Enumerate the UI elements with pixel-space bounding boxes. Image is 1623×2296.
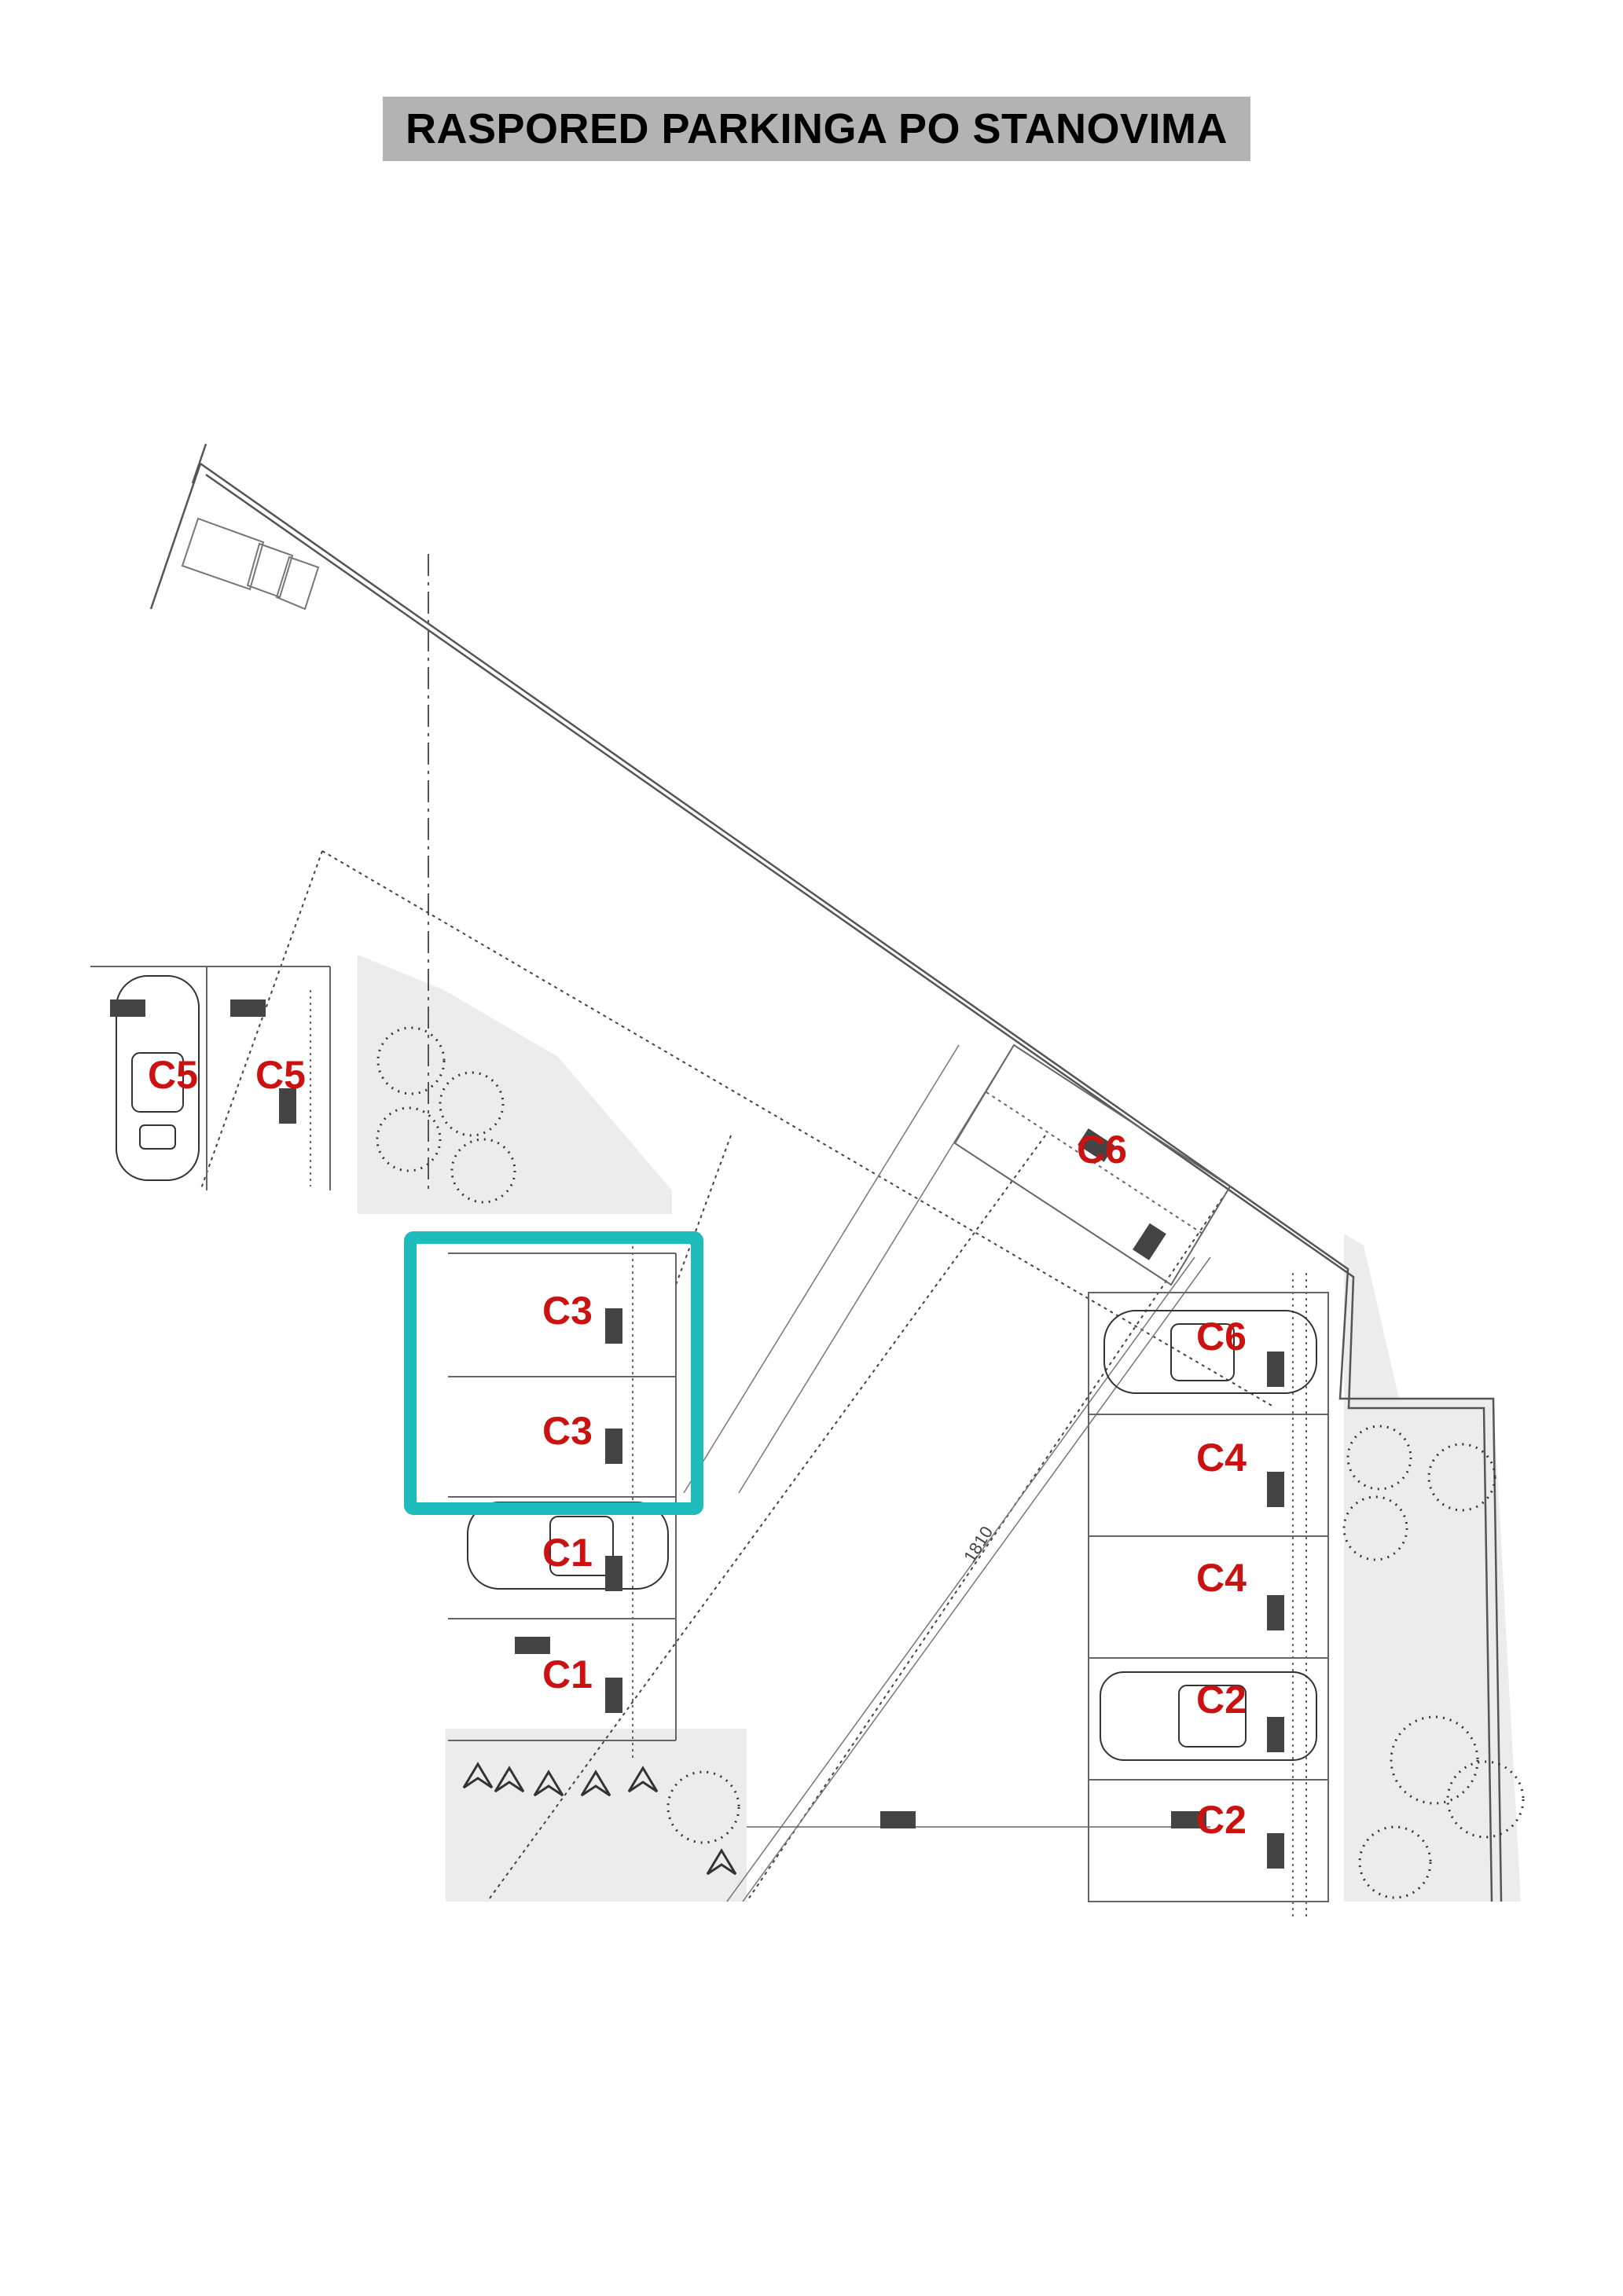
label-spot-c3-upper: C3 — [542, 1289, 593, 1333]
highlight-frame-c3 — [404, 1231, 703, 1515]
construction-lines — [200, 850, 1274, 1902]
parking-spot-c6-angled — [953, 1043, 1232, 1286]
label-spot-c6-angled: C6 — [1077, 1128, 1127, 1172]
label-spot-c2-lower: C2 — [1196, 1798, 1247, 1842]
label-spot-c2-upper: C2 — [1196, 1678, 1247, 1722]
shrubs — [462, 1762, 737, 1876]
trees — [376, 1026, 1525, 1899]
parking-block-right — [1088, 1273, 1329, 1917]
label-spot-c1-lower: C1 — [542, 1652, 593, 1696]
car-top-left — [116, 975, 200, 1181]
label-spot-c6-right: C6 — [1196, 1315, 1247, 1359]
car-right-bottom — [1100, 1671, 1317, 1761]
parking-markers — [110, 999, 1284, 1869]
label-spot-c5-right: C5 — [255, 1053, 306, 1097]
landscape-areas — [358, 955, 1521, 1902]
label-spot-c4-upper: C4 — [1196, 1436, 1247, 1480]
shed-outlines — [181, 517, 320, 611]
parking-block-center — [448, 1234, 677, 1760]
title-banner: RASPORED PARKINGA PO STANOVIMA — [383, 97, 1250, 161]
spot-labels: C5 C5 C6 C3 C3 C1 C1 C6 C4 C4 C2 C2 — [148, 1053, 1247, 1842]
label-spot-c4-lower: C4 — [1196, 1556, 1247, 1600]
property-boundary — [149, 443, 1503, 1902]
label-spot-c3-lower: C3 — [542, 1409, 593, 1453]
parking-block-c5 — [90, 966, 331, 1190]
label-spot-c1-upper: C1 — [542, 1531, 593, 1575]
page-title: RASPORED PARKINGA PO STANOVIMA — [405, 105, 1228, 152]
ramp-lines — [683, 1044, 1211, 1902]
label-spot-c5-left: C5 — [148, 1053, 198, 1097]
car-right-top — [1103, 1310, 1317, 1394]
